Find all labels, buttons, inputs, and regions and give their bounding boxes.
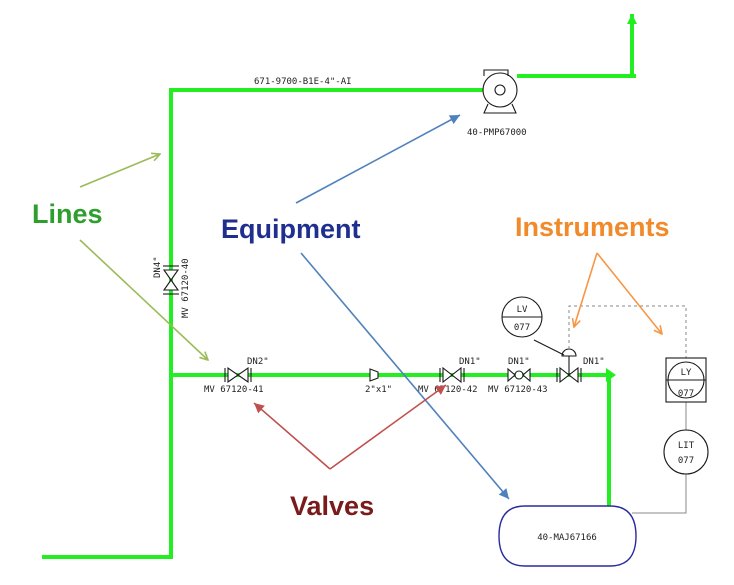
- reducer-label: 2"x1": [365, 385, 392, 395]
- valves-label: Valves: [290, 491, 374, 521]
- valves-annotation-arrows: [253, 384, 447, 470]
- lines-annotation-arrows: [79, 154, 208, 360]
- vessel-40-maj67166[interactable]: [498, 505, 637, 567]
- valve-mv-67120-43[interactable]: [507, 367, 531, 383]
- pipe-line-number: 671-9700-B1E-4"-AI: [254, 77, 352, 87]
- mv-67120-40-label: MV 67120-40: [181, 258, 191, 318]
- instruments-label: Instruments: [515, 212, 670, 242]
- dn1-label-c: DN1": [583, 357, 605, 367]
- instrument-lit-077[interactable]: [663, 429, 709, 475]
- mv-67120-43-label: MV 67120-43: [488, 385, 548, 395]
- vessel-tag: 40-MAJ67166: [537, 533, 597, 543]
- valve-mv-67120-40[interactable]: [162, 265, 180, 295]
- lit-vessel-connector: [632, 474, 687, 514]
- ly-tag: LY: [681, 368, 692, 378]
- mv-67120-41-label: MV 67120-41: [204, 385, 264, 395]
- instrument-lv-077[interactable]: [501, 296, 543, 338]
- instrument-ly-077[interactable]: [665, 357, 707, 403]
- pump-tag: 40-PMP67000: [467, 128, 527, 138]
- equipment-annotation-arrows: [295, 114, 510, 500]
- lv-number: 077: [514, 323, 530, 333]
- branch-flow-arrow: [606, 368, 616, 382]
- main-inlet-line: [42, 88, 483, 559]
- process-lines: [42, 14, 637, 559]
- mv-67120-42-label: MV 67120-42: [418, 385, 478, 395]
- valve-mv-67120-42[interactable]: [439, 366, 465, 384]
- valve-mv-67120-41[interactable]: [224, 366, 252, 384]
- pump-discharge-line: [517, 14, 637, 78]
- signal-line: [568, 305, 687, 358]
- lv-leader-line: [533, 339, 565, 356]
- lines-label: Lines: [32, 199, 103, 229]
- reducer-2x1: [369, 368, 379, 382]
- control-valve-lv-077[interactable]: [556, 348, 582, 384]
- dn1-label-a: DN1": [459, 357, 481, 367]
- pump-40-pmp67000[interactable]: [482, 69, 518, 114]
- dn1-label-b: DN1": [508, 357, 530, 367]
- lit-number: 077: [678, 456, 694, 466]
- dn2-label: DN2": [247, 357, 269, 367]
- ly-number: 077: [678, 389, 694, 399]
- lit-tag: LIT: [678, 441, 695, 451]
- dn4-label: DN4": [153, 256, 163, 278]
- lv-tag: LV: [517, 305, 528, 315]
- equipment-label: Equipment: [221, 214, 361, 244]
- instruments-annotation-arrows: [574, 252, 662, 334]
